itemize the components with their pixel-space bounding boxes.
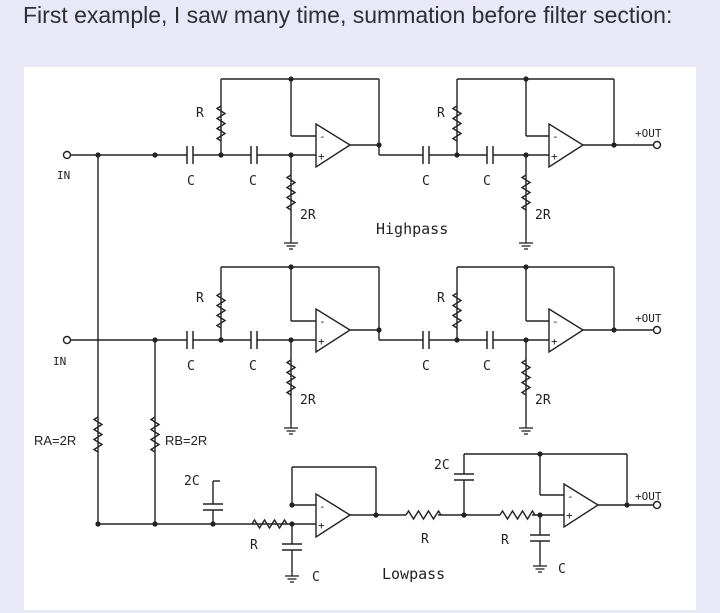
terminal-circles	[62, 140, 662, 510]
opamp4-minus: -	[552, 315, 559, 328]
label-c-hp2a: C	[187, 359, 195, 374]
opamp3-minus: -	[319, 315, 326, 328]
junction-dots	[95, 76, 630, 527]
label-c-lp-b: C	[558, 562, 566, 577]
label-r-hp1a: R	[196, 106, 204, 121]
section-title-lowpass: Lowpass	[382, 565, 445, 583]
label-c-hp2b: C	[249, 359, 257, 374]
label-r-hp1b: R	[437, 106, 445, 121]
label-c-hp1d: C	[483, 174, 491, 189]
filter-schematic: - + - + - + - + - + - + IN IN +OUT +OUT …	[34, 76, 662, 585]
post-intro-text: First example, I saw many time, summatio…	[23, 2, 673, 28]
output-label-2: +OUT	[635, 312, 662, 325]
opamp3-plus: +	[318, 335, 325, 348]
opamp6-plus: +	[566, 509, 573, 522]
label-c-hp2c: C	[422, 359, 430, 374]
section-title-highpass: Highpass	[376, 220, 448, 238]
label-r-lp-b: R	[421, 532, 429, 547]
label-2c-lp-b: 2C	[434, 458, 450, 473]
schematic-image: - + - + - + - + - + - + IN IN +OUT +OUT …	[24, 67, 696, 610]
label-2r-hp2a: 2R	[300, 393, 316, 408]
opamp2-plus: +	[551, 150, 558, 163]
opamp5-minus: -	[319, 500, 326, 513]
input-label-1: IN	[57, 169, 70, 182]
opamp2-minus: -	[552, 130, 559, 143]
label-c-lp-a: C	[312, 570, 320, 585]
label-c-hp2d: C	[483, 359, 491, 374]
output-label-3: +OUT	[635, 490, 662, 503]
opamp6-minus: -	[567, 490, 574, 503]
opamp5-plus: +	[318, 519, 325, 532]
resistor-symbols	[93, 105, 536, 529]
label-c-hp1a: C	[187, 174, 195, 189]
label-r-lp-c: R	[501, 533, 509, 548]
label-rb: RB=2R	[165, 433, 207, 448]
label-2c-lp-a: 2C	[184, 474, 200, 489]
label-r-hp2a: R	[196, 291, 204, 306]
label-2r-hp2b: 2R	[535, 393, 551, 408]
opamp4-plus: +	[551, 335, 558, 348]
opamp1-minus: -	[319, 130, 326, 143]
label-c-hp1c: C	[422, 174, 430, 189]
opamp1-plus: +	[318, 150, 325, 163]
label-c-hp1b: C	[249, 174, 257, 189]
label-r-lp-a: R	[250, 538, 258, 553]
label-r-hp2b: R	[437, 291, 445, 306]
capacitor-symbols	[186, 145, 551, 551]
input-label-2: IN	[53, 355, 66, 368]
label-2r-hp1a: 2R	[300, 208, 316, 223]
label-ra: RA=2R	[34, 433, 76, 448]
output-label-1: +OUT	[635, 127, 662, 140]
label-2r-hp1b: 2R	[535, 208, 551, 223]
